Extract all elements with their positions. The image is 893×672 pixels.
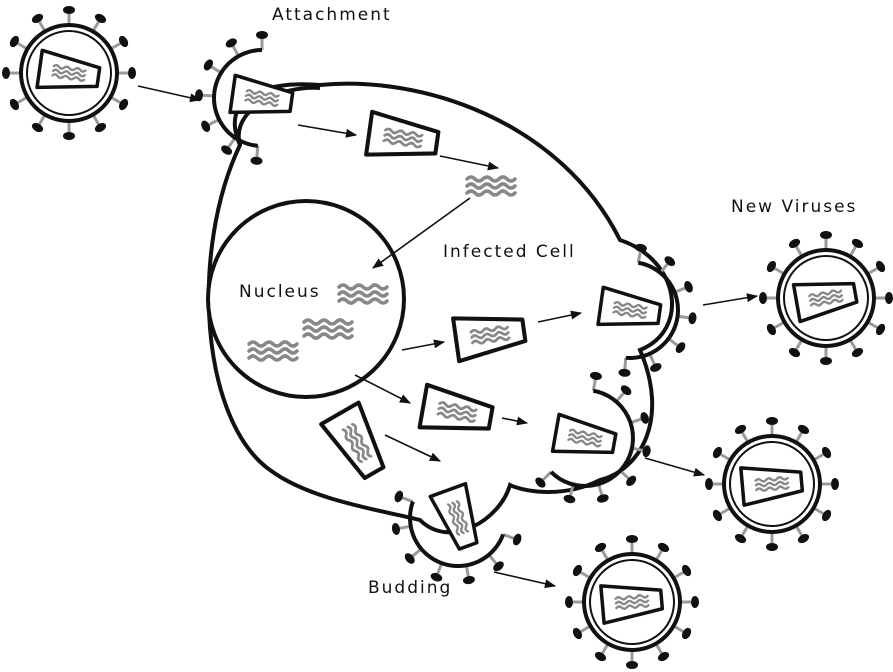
virus-budding-right-capsid [596, 285, 663, 327]
capsid-assembly-a [451, 316, 528, 364]
arrows [137, 85, 759, 589]
capsid-assembly-c [319, 400, 386, 481]
arrow-release-rna [439, 155, 500, 171]
virus-free-incoming-capsid [35, 48, 102, 90]
virus-budding-right [596, 243, 697, 377]
arrow-to-new-virus-2 [644, 457, 706, 477]
rna-strand-nucleus-1 [337, 283, 389, 305]
new-virus-1 [759, 231, 893, 365]
new-virus-2-capsid [739, 466, 805, 507]
virus-budding-bottom [391, 481, 522, 585]
arrow-to-new-virus-3 [493, 571, 557, 589]
virus-attaching-capsid [228, 73, 295, 115]
label-new-viruses: New Viruses [731, 197, 857, 217]
arrow-to-attachment [137, 85, 202, 103]
virus-free-incoming [2, 6, 136, 140]
arrow-to-bud-lower [501, 416, 529, 426]
virus-budding-lower [535, 371, 651, 504]
virus-budding-bottom-capsid [428, 481, 479, 551]
arrow-to-capsid-b [354, 374, 411, 404]
label-nucleus: Nucleus [239, 282, 321, 302]
new-virus-3-capsid [599, 584, 665, 625]
arrow-to-nucleus [372, 197, 471, 269]
rna-strand-nucleus-2 [302, 318, 354, 340]
label-budding: Budding [368, 578, 452, 598]
arrow-to-bud-bottom [384, 434, 442, 462]
capsid-assembly-b [417, 382, 495, 431]
new-virus-3 [565, 535, 699, 669]
label-infected-cell: Infected Cell [443, 242, 576, 262]
label-attachment: Attachment [272, 5, 392, 25]
virus-particles [2, 6, 893, 669]
new-virus-2 [705, 417, 839, 551]
arrow-uncoating [297, 124, 358, 138]
rna-strand-cytoplasm [465, 175, 517, 197]
capsids [319, 109, 528, 481]
new-virus-1-capsid [791, 281, 859, 324]
arrow-to-new-virus-1 [702, 293, 759, 306]
arrow-to-bud-right [537, 310, 583, 323]
rna-strand-nucleus-3 [247, 340, 299, 362]
nucleus [206, 199, 406, 399]
virus-budding-lower-capsid [550, 412, 618, 455]
virus-attaching [195, 31, 295, 165]
arrow-to-capsid-a [401, 339, 446, 351]
capsid-uncoating [364, 109, 441, 157]
